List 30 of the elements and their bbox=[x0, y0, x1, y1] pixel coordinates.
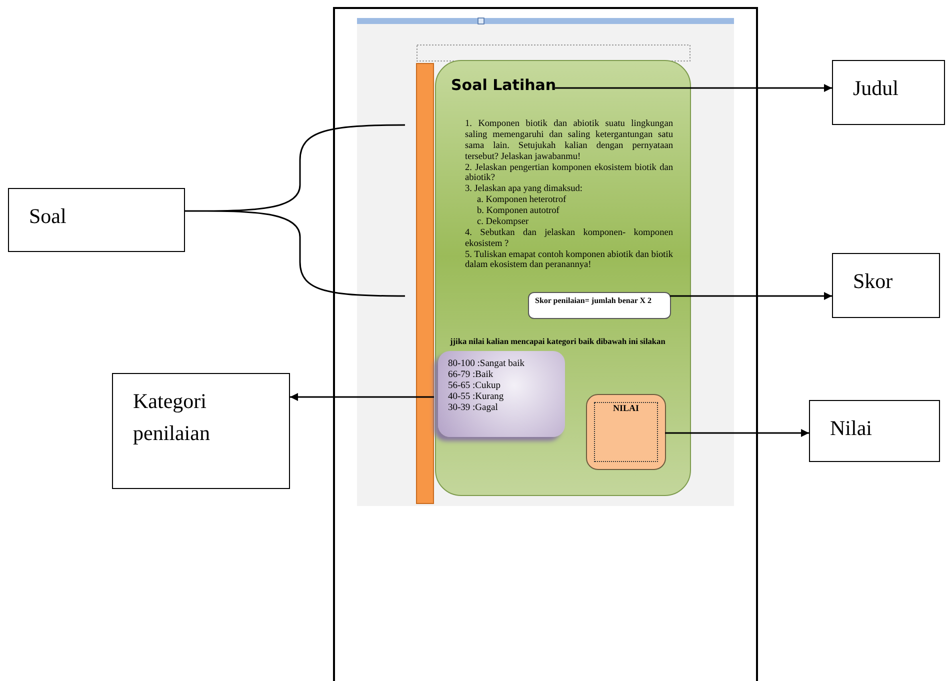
formula-box: Skor penilaian= jumlah benar X 2 bbox=[528, 292, 671, 319]
list-item: 3. Jelaskan apa yang dimaksud: bbox=[464, 184, 584, 196]
list-item: 1. Komponen biotik dan abiotik suatu lingkungan saling memengaruhi dan saling ketergantungan satu sama lain. Setujukah kalian dengan pernyataan tersebut? Jelaskan jawabanmu! bbox=[464, 119, 673, 162]
list-item: c. Dekompser bbox=[476, 216, 530, 228]
list-item: 4. Sebutkan dan jelaskan komponen- komponen ekosistem ? bbox=[464, 228, 673, 250]
category-panel bbox=[438, 351, 565, 437]
list-item: 5. Tuliskan emapat contoh komponen abiotik dan biotik dalam ekosistem dan peranannya! bbox=[464, 250, 673, 272]
category-row-text: 56-65 :Cukup bbox=[448, 380, 502, 392]
category-row-text: 66-79 :Baik bbox=[448, 370, 494, 381]
callout-box: Soal bbox=[8, 188, 185, 252]
arrow bbox=[670, 292, 832, 300]
category-row-text: 80-100 :Sangat baik bbox=[448, 359, 526, 370]
callout-box: Nilai bbox=[809, 400, 940, 462]
box-heading: NILAI bbox=[594, 402, 658, 462]
rounded-panel bbox=[435, 60, 691, 496]
list-item: 2. Jelaskan pengertian komponen ekosistem biotik dan abiotik? bbox=[464, 162, 673, 184]
instruction-text: jjika nilai kalian mencapai kategori baik dibawah ini silakan bbox=[450, 337, 666, 346]
category-row-text: 40-55 :Kurang bbox=[448, 392, 505, 403]
list-item: b. Komponen autotrof bbox=[476, 206, 560, 217]
callout-box: Judul bbox=[832, 60, 945, 125]
arrow bbox=[290, 393, 434, 401]
score-box bbox=[586, 394, 666, 470]
sidebar-bar bbox=[416, 63, 434, 504]
callout-box: Kategori penilaian bbox=[112, 373, 290, 489]
heading: Soal Latihan bbox=[451, 76, 556, 94]
list-item: a. Komponen heterotrof bbox=[476, 195, 568, 206]
arrow bbox=[665, 429, 809, 437]
arrow bbox=[555, 84, 832, 92]
callout-box: Skor bbox=[832, 253, 940, 318]
category-row-text: 30-39 :Gagal bbox=[448, 402, 499, 414]
